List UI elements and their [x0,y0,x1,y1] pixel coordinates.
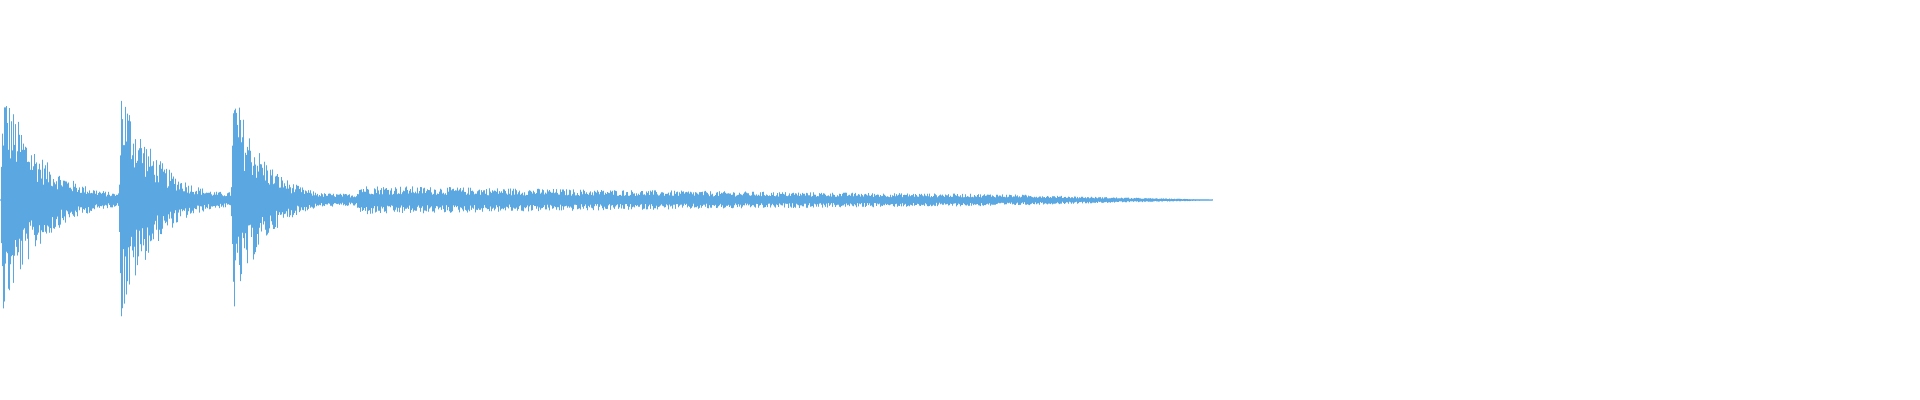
waveform-amplitude-lines [0,100,1213,317]
waveform-path [0,100,1213,317]
